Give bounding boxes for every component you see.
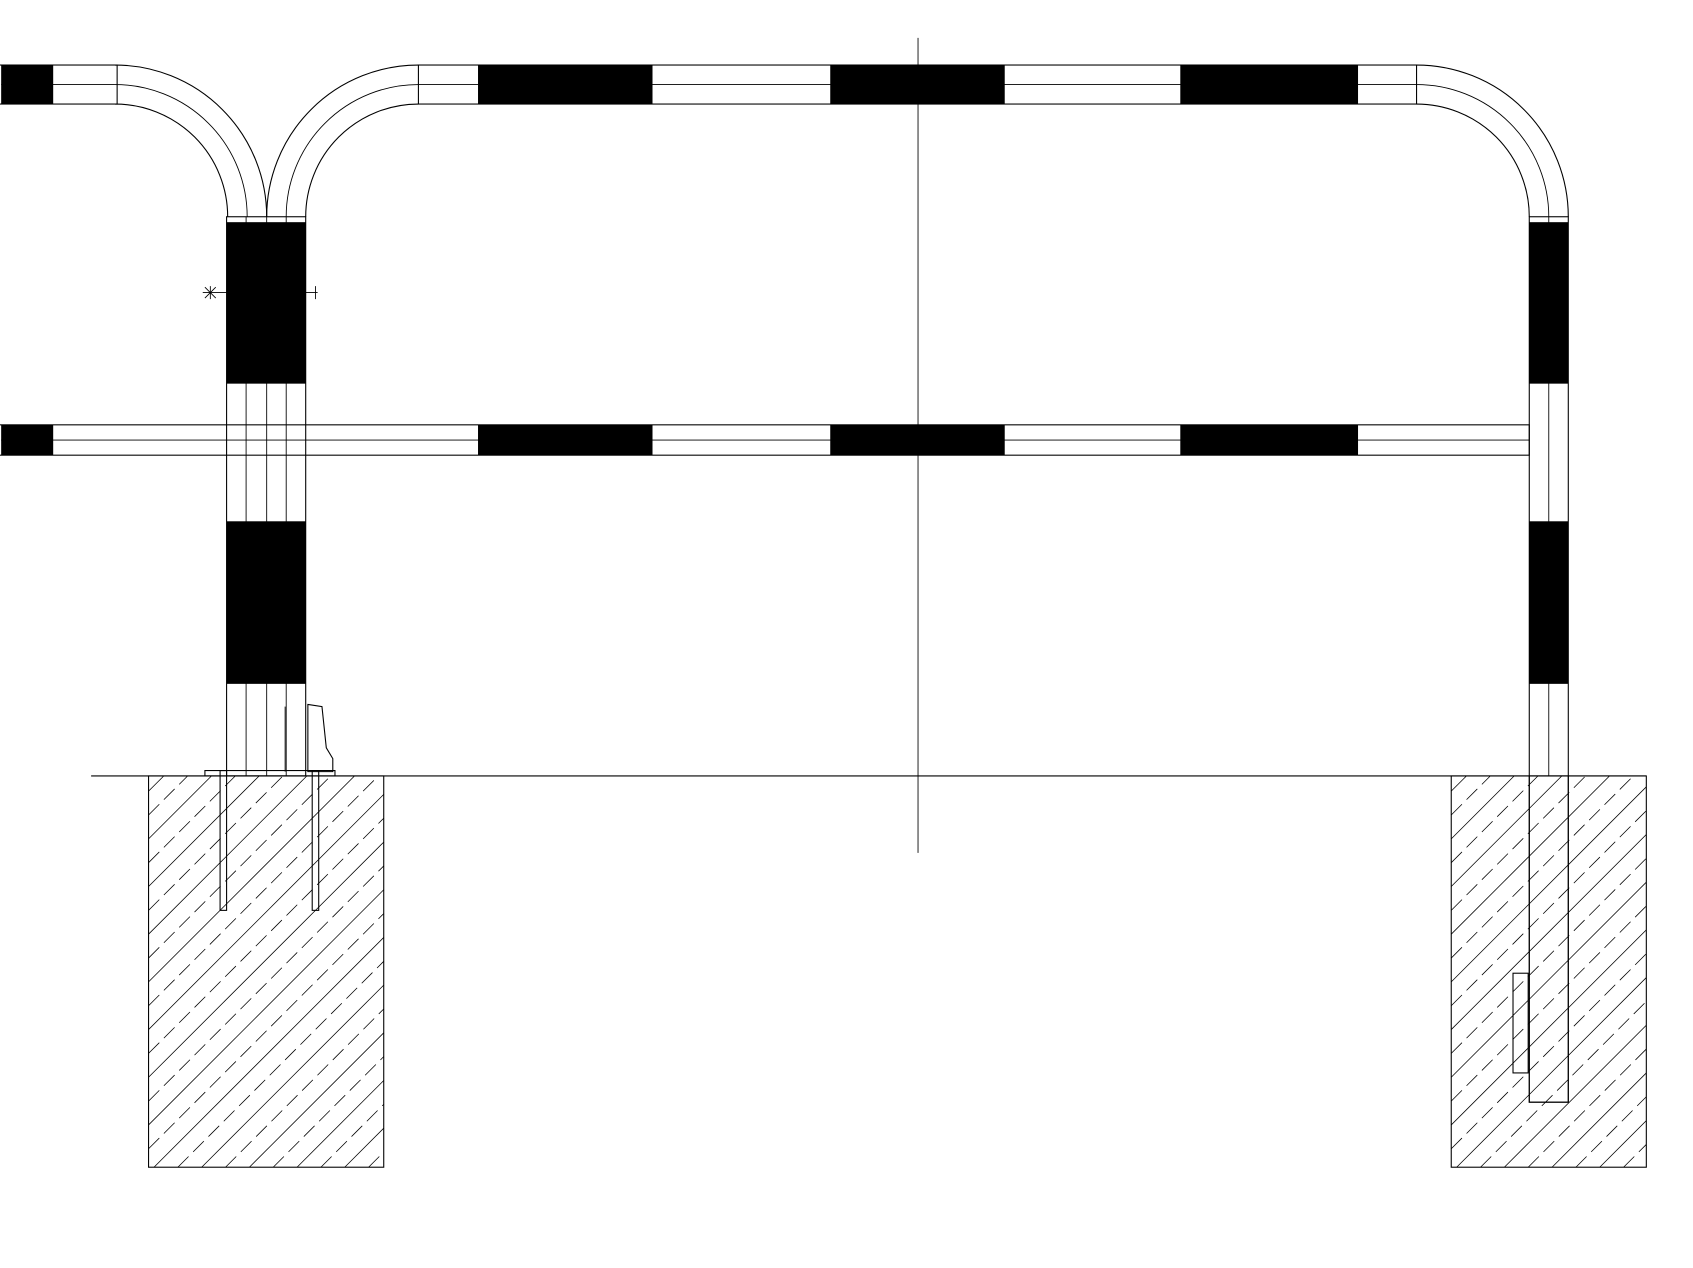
concrete-hatch-line bbox=[148, 775, 379, 1006]
concrete-hatch-line bbox=[1450, 786, 1647, 983]
middle-rail bbox=[0, 424, 1530, 456]
concrete-hatch-line bbox=[1450, 929, 1647, 1126]
concrete-hatch-line bbox=[1623, 1144, 1647, 1168]
concrete-hatch-line bbox=[148, 775, 260, 887]
rail-stripe bbox=[1, 424, 54, 456]
concrete-hatch-line bbox=[1450, 905, 1647, 1102]
concrete-hatch-line bbox=[1450, 775, 1610, 935]
post-stripe bbox=[226, 521, 306, 684]
concrete-hatch-line bbox=[1480, 1001, 1647, 1168]
concrete-hatch-line bbox=[148, 775, 308, 935]
dimension-marker bbox=[202, 286, 318, 300]
concrete-hatch-line bbox=[1599, 1120, 1647, 1168]
concrete-hatch-line bbox=[1450, 775, 1491, 816]
concrete-hatch-line bbox=[1450, 834, 1647, 1030]
post-stripe bbox=[1529, 222, 1569, 384]
top-rail bbox=[0, 64, 1418, 105]
concrete-hatch-line bbox=[148, 775, 284, 911]
concrete-hatch-line bbox=[1450, 775, 1467, 792]
concrete-hatch-line bbox=[1450, 810, 1647, 1006]
rail-stripe bbox=[1, 65, 54, 105]
left-foundation bbox=[148, 775, 385, 1168]
anchor-bolt bbox=[311, 770, 320, 911]
concrete-hatch-line bbox=[148, 841, 385, 1078]
concrete-hatch-line bbox=[1527, 1048, 1647, 1168]
concrete-hatch-line bbox=[177, 961, 385, 1168]
concrete-hatch-line bbox=[1450, 775, 1586, 911]
concrete-hatch-line bbox=[1504, 1024, 1647, 1168]
sleeve-plate bbox=[1512, 972, 1529, 1074]
concrete-hatch-line bbox=[148, 775, 355, 983]
concrete-hatch-line bbox=[272, 1056, 385, 1168]
post-stripe bbox=[226, 222, 306, 384]
concrete-hatch-line bbox=[148, 775, 164, 792]
rail-bends bbox=[114, 64, 1569, 217]
rail-stripe bbox=[1180, 65, 1359, 105]
concrete-hatch-line bbox=[148, 817, 385, 1054]
rail-stripe bbox=[830, 424, 1005, 456]
right-post bbox=[1528, 216, 1569, 1103]
concrete-hatch-line bbox=[225, 1008, 385, 1168]
post-stripe bbox=[1529, 521, 1569, 684]
concrete-hatch-line bbox=[1450, 775, 1563, 887]
concrete-hatch-line bbox=[148, 794, 385, 1030]
right-foundation bbox=[1450, 775, 1647, 1168]
concrete-hatch-line bbox=[201, 984, 385, 1168]
concrete-hatch-line bbox=[296, 1080, 385, 1168]
concrete-hatch-line bbox=[148, 775, 212, 840]
concrete-hatch-line bbox=[1450, 775, 1539, 863]
concrete-hatch-line bbox=[249, 1032, 385, 1168]
concrete-hatch-line bbox=[320, 1104, 385, 1168]
concrete-hatch-line bbox=[1450, 775, 1515, 840]
anchor-bolt bbox=[219, 770, 228, 911]
concrete-hatch-line bbox=[344, 1127, 385, 1168]
embedded-sleeve bbox=[1528, 775, 1569, 1103]
concrete-hatch-line bbox=[1450, 775, 1634, 959]
concrete-hatch-line bbox=[148, 775, 331, 959]
concrete-hatch-line bbox=[1450, 881, 1647, 1078]
concrete-hatch-line bbox=[1450, 858, 1647, 1054]
rail-stripe bbox=[830, 65, 1005, 105]
concrete-hatch-line bbox=[148, 775, 236, 863]
concrete-hatch-line bbox=[153, 937, 385, 1168]
left-post bbox=[204, 216, 336, 777]
concrete-hatch-line bbox=[368, 1151, 385, 1168]
concrete-hatch-line bbox=[1450, 953, 1647, 1150]
gusset-plate bbox=[307, 703, 334, 773]
concrete-hatch-line bbox=[1575, 1096, 1647, 1168]
concrete-hatch-line bbox=[148, 889, 385, 1126]
concrete-hatch-line bbox=[148, 865, 385, 1102]
concrete-hatch-line bbox=[148, 775, 188, 816]
rail-stripe bbox=[478, 424, 653, 456]
rail-stripe bbox=[1180, 424, 1359, 456]
concrete-hatch-line bbox=[1551, 1072, 1647, 1168]
concrete-hatch-line bbox=[1456, 977, 1647, 1168]
concrete-hatch-line bbox=[148, 913, 385, 1150]
rail-stripe bbox=[478, 65, 653, 105]
